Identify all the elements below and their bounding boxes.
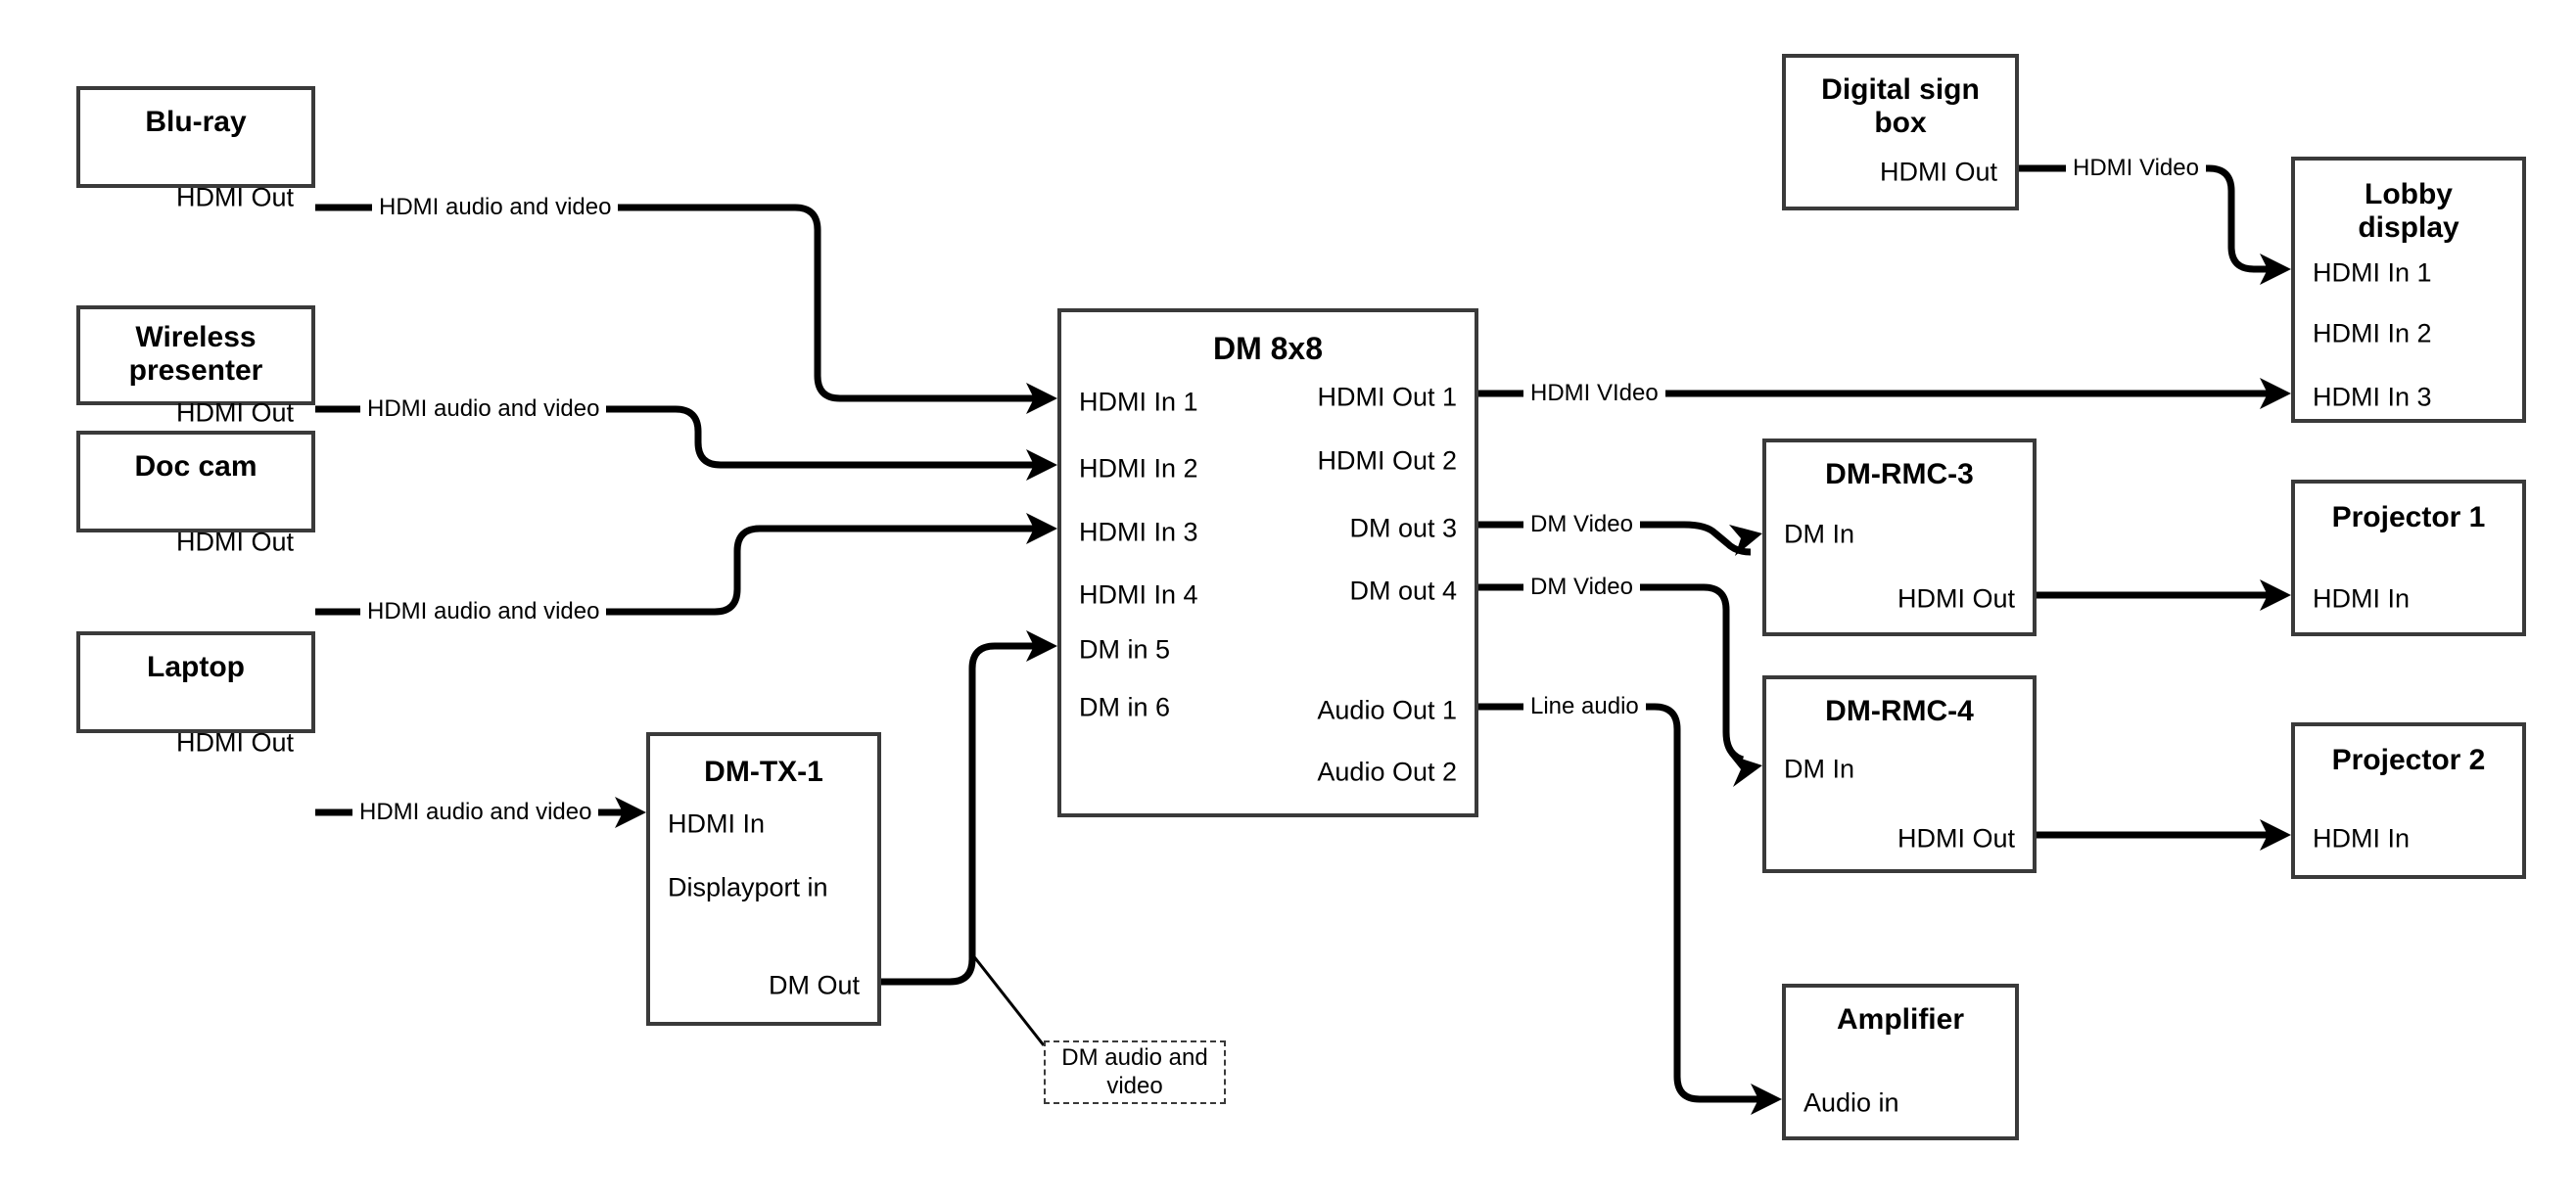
port-dm-8x8-audio-out-2[interactable]: Audio Out 2 [1317,757,1457,787]
arrowhead-lobby-hdmi-in-3 [2260,378,2291,409]
port-dm-8x8-audio-out-1[interactable]: Audio Out 1 [1317,695,1457,725]
node-title-wireless-presenter: Wireless presenter [128,321,263,387]
port-lobby-display-hdmi-in-2[interactable]: HDMI In 2 [2313,318,2432,348]
port-dm-8x8-hdmi-in-1[interactable]: HDMI In 1 [1079,387,1198,417]
port-dm-tx-1-hdmi-in[interactable]: HDMI In [668,808,766,839]
node-dm-8x8[interactable]: DM 8x8 HDMI In 1 HDMI In 2 HDMI In 3 HDM… [1057,308,1478,817]
node-title-bluray: Blu-ray [145,106,247,138]
node-title-dm-tx-1: DM-TX-1 [704,756,823,788]
port-bluray-hdmi-out[interactable]: HDMI Out [175,182,294,212]
node-doc-cam[interactable]: Doc cam HDMI Out [76,431,315,555]
node-title-dm-rmc-4: DM-RMC-4 [1825,695,1974,727]
node-dm-tx-1[interactable]: DM-TX-1 HDMI In Displayport in DM Out [646,732,881,1026]
wire-dmtx-dmout-to-dm-in-5 [881,642,1034,986]
port-dm-8x8-hdmi-out-2[interactable]: HDMI Out 2 [1317,445,1457,476]
port-dm-tx-1-displayport-in[interactable]: Displayport in [668,872,828,902]
node-title-digital-sign-box: Digital sign box [1821,73,1980,139]
wire-audio-out-1-to-amplifier [1478,703,1770,1103]
node-dm-rmc-4[interactable]: DM-RMC-4 DM In HDMI Out [1762,675,2037,873]
wire-sign-to-lobby-hdmi-in-1 [2019,164,2279,273]
wire-label-digital-sign: HDMI Video [2066,155,2206,182]
port-projector-1-hdmi-in[interactable]: HDMI In [2313,583,2411,614]
arrowhead-lobby-hdmi-in-1 [2260,254,2291,285]
port-dm-rmc-3-hdmi-out[interactable]: HDMI Out [1897,583,2015,614]
arrowhead-projector-1-hdmi-in [2260,579,2291,611]
node-title-doc-cam: Doc cam [134,450,258,483]
port-digital-sign-box-hdmi-out[interactable]: HDMI Out [1879,157,1997,187]
arrowhead-rmc4-dm-in [1729,755,1762,787]
node-title-lobby-display: Lobby display [2358,178,2459,244]
node-bluray[interactable]: Blu-ray HDMI Out [76,86,315,210]
node-laptop[interactable]: Laptop HDMI Out [76,631,315,756]
arrowhead-hdmi-in-2 [1026,449,1057,481]
port-lobby-display-hdmi-in-1[interactable]: HDMI In 1 [2313,257,2432,288]
node-wireless-presenter[interactable]: Wireless presenter HDMI Out [76,305,315,426]
wire-label-dm-out-3: DM Video [1523,511,1640,538]
port-dm-rmc-4-dm-in[interactable]: DM In [1784,754,1855,784]
node-title-amplifier: Amplifier [1836,1003,1965,1036]
port-laptop-hdmi-out[interactable]: HDMI Out [175,727,294,758]
port-amplifier-audio-in[interactable]: Audio in [1803,1087,1899,1118]
arrowhead-hdmi-in-3 [1026,513,1057,544]
arrowhead-amplifier-audio-in [1751,1084,1782,1115]
arrowhead-hdmi-in-1 [1026,383,1057,414]
port-lobby-display-hdmi-in-3[interactable]: HDMI In 3 [2313,382,2432,412]
port-dm-8x8-dm-out-4[interactable]: DM out 4 [1349,576,1457,606]
port-wireless-presenter-hdmi-out[interactable]: HDMI Out [175,397,294,428]
port-doc-cam-hdmi-out[interactable]: HDMI Out [175,527,294,557]
node-digital-sign-box[interactable]: Digital sign box HDMI Out [1782,54,2019,210]
wire-label-bluray: HDMI audio and video [372,194,619,221]
wire-label-audio-out-1: Line audio [1523,693,1646,720]
node-dm-rmc-3[interactable]: DM-RMC-3 DM In HDMI Out [1762,439,2037,636]
arrowhead-dmtx-hdmi-in [615,797,646,828]
arrowhead-rmc3-dm-in [1729,525,1762,556]
wire-label-laptop: HDMI audio and video [352,799,599,826]
node-amplifier[interactable]: Amplifier Audio in [1782,984,2019,1140]
port-dm-rmc-4-hdmi-out[interactable]: HDMI Out [1897,823,2015,854]
port-dm-8x8-hdmi-out-1[interactable]: HDMI Out 1 [1317,382,1457,412]
port-dm-8x8-hdmi-in-3[interactable]: HDMI In 3 [1079,517,1198,547]
port-dm-tx-1-dm-out[interactable]: DM Out [768,970,860,1000]
port-dm-rmc-3-dm-in[interactable]: DM In [1784,519,1855,549]
port-dm-8x8-hdmi-in-4[interactable]: HDMI In 4 [1079,579,1198,610]
port-dm-8x8-dm-in-6[interactable]: DM in 6 [1079,692,1171,722]
node-title-projector-2: Projector 2 [2331,744,2486,776]
node-projector-2[interactable]: Projector 2 HDMI In [2291,722,2526,879]
node-lobby-display[interactable]: Lobby display HDMI In 1 HDMI In 2 HDMI I… [2291,157,2526,423]
port-dm-8x8-hdmi-in-2[interactable]: HDMI In 2 [1079,453,1198,484]
node-title-projector-1: Projector 1 [2331,501,2486,533]
port-projector-2-hdmi-in[interactable]: HDMI In [2313,823,2411,854]
node-title-dm-8x8: DM 8x8 [1212,331,1324,366]
wire-dm-out-4-to-rmc4-dm-in [1478,583,1745,763]
leader-line-dm-note [970,953,1046,1046]
wire-label-wireless: HDMI audio and video [360,395,607,423]
port-dm-8x8-dm-out-3[interactable]: DM out 3 [1349,513,1457,543]
annotation-dm-audio-and-video: DM audio and video [1044,1040,1226,1104]
wire-label-doccam: HDMI audio and video [360,598,607,625]
arrowhead-projector-2-hdmi-in [2260,819,2291,851]
wire-label-hdmi-out-1: HDMI VIdeo [1523,380,1665,407]
arrowhead-dm-in-5 [1026,630,1057,662]
node-title-dm-rmc-3: DM-RMC-3 [1825,458,1974,490]
wire-bluray-to-hdmi-in-1 [315,204,1046,402]
wire-label-dm-out-4: DM Video [1523,574,1640,601]
port-dm-8x8-dm-in-5[interactable]: DM in 5 [1079,634,1171,665]
node-projector-1[interactable]: Projector 1 HDMI In [2291,480,2526,636]
node-title-laptop: Laptop [147,651,245,683]
